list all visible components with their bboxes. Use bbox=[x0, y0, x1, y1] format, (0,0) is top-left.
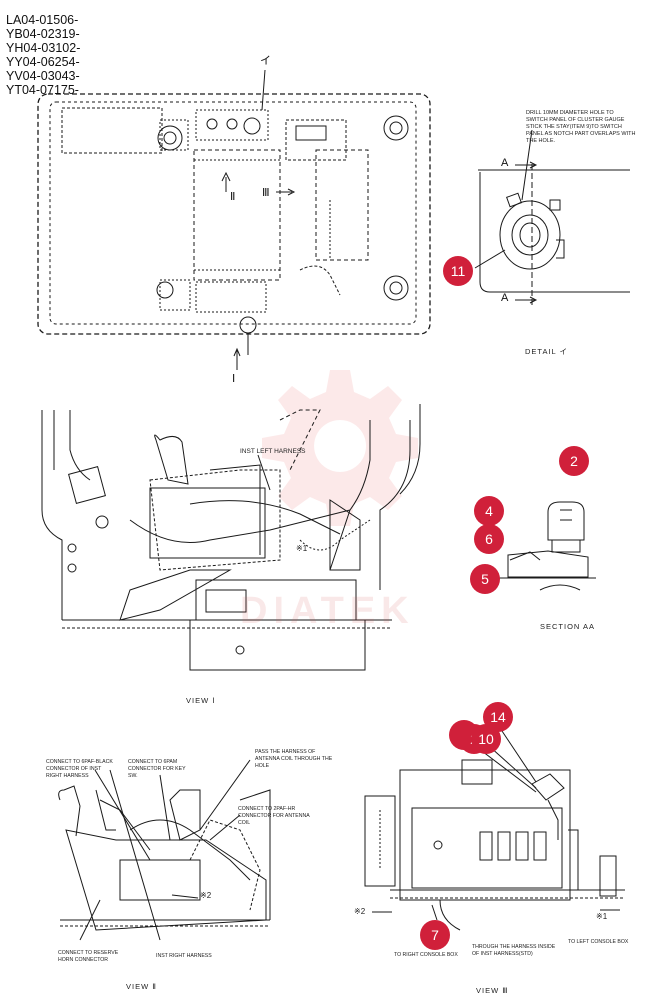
watermark-gear-icon bbox=[262, 370, 418, 526]
note-inst-right-harness: INST RIGHT HARNESS bbox=[156, 953, 212, 959]
callout-11[interactable]: 11 bbox=[443, 256, 473, 286]
view-2-caption: VIEW Ⅱ bbox=[126, 982, 157, 991]
serial-number: YY04-06254- bbox=[6, 55, 80, 69]
section-aa-caption: SECTION AA bbox=[540, 622, 596, 631]
note-pass-harness: PASS THE HARNESS OF ANTENNA COIL THROUGH… bbox=[255, 749, 333, 769]
watermark-text: DIATEK bbox=[240, 590, 415, 632]
mark-x1: ※1 bbox=[296, 544, 308, 553]
serial-number: YT04-07175- bbox=[6, 83, 79, 97]
serial-number: YB04-02319- bbox=[6, 27, 80, 41]
mark-x2-view3: ※2 bbox=[354, 907, 366, 916]
detail-view bbox=[474, 129, 630, 305]
callout-4[interactable]: 4 bbox=[474, 496, 504, 526]
callout-10[interactable]: 10 bbox=[471, 724, 501, 754]
view-mark-1: Ⅰ bbox=[232, 373, 236, 385]
view-3-drawing bbox=[364, 721, 625, 931]
view-1-drawing bbox=[41, 404, 421, 671]
view-1-caption: VIEW Ⅰ bbox=[186, 696, 216, 705]
note-connect-black: CONNECT TO 6PAF-BLACK CONNECTOR OF INST … bbox=[46, 759, 113, 779]
detail-caption: DETAIL イ bbox=[525, 347, 569, 356]
detail-marker: イ bbox=[260, 55, 271, 67]
view-3-caption: VIEW Ⅲ bbox=[476, 986, 509, 995]
serial-number: YH04-03102- bbox=[6, 41, 81, 55]
note-connect-antenna: CONNECT TO 2PAF-HR CONNECTOR FOR ANTENNA… bbox=[238, 806, 310, 826]
view-mark-3: Ⅲ bbox=[262, 187, 270, 199]
view-2-drawing bbox=[58, 759, 271, 941]
section-mark-top: A bbox=[501, 157, 509, 169]
top-plan-view bbox=[37, 69, 431, 370]
note-left-console: TO LEFT CONSOLE BOX bbox=[568, 939, 629, 945]
note-reserve-horn: CONNECT TO RESERVE HORN CONNECTOR bbox=[58, 950, 119, 963]
callout-7[interactable]: 7 bbox=[420, 920, 450, 950]
note-right-console: TO RIGHT CONSOLE BOX bbox=[394, 952, 458, 958]
detail-drill-note: DRILL 10mm DIAMETER HOLE TO SWITCH PANEL… bbox=[526, 110, 636, 144]
note-inst-left-harness: INST LEFT HARNESS bbox=[240, 448, 306, 455]
callout-5[interactable]: 5 bbox=[470, 564, 500, 594]
mark-x1-view3: ※1 bbox=[596, 912, 608, 921]
callout-2[interactable]: 2 bbox=[559, 446, 589, 476]
mark-x2: ※2 bbox=[200, 891, 212, 900]
serial-number: YV04-03043- bbox=[6, 69, 80, 83]
section-mark-bottom: A bbox=[501, 292, 509, 304]
serial-number: LA04-01506- bbox=[6, 13, 79, 27]
note-through-harness: THROUGH THE HARNESS INSIDE OF INST HARNE… bbox=[472, 944, 556, 957]
note-connect-key: CONNECT TO 6PAM CONNECTOR FOR KEY SW. bbox=[128, 759, 186, 779]
section-aa-drawing bbox=[496, 501, 596, 591]
callout-6[interactable]: 6 bbox=[474, 524, 504, 554]
view-mark-2: Ⅱ bbox=[230, 191, 236, 203]
